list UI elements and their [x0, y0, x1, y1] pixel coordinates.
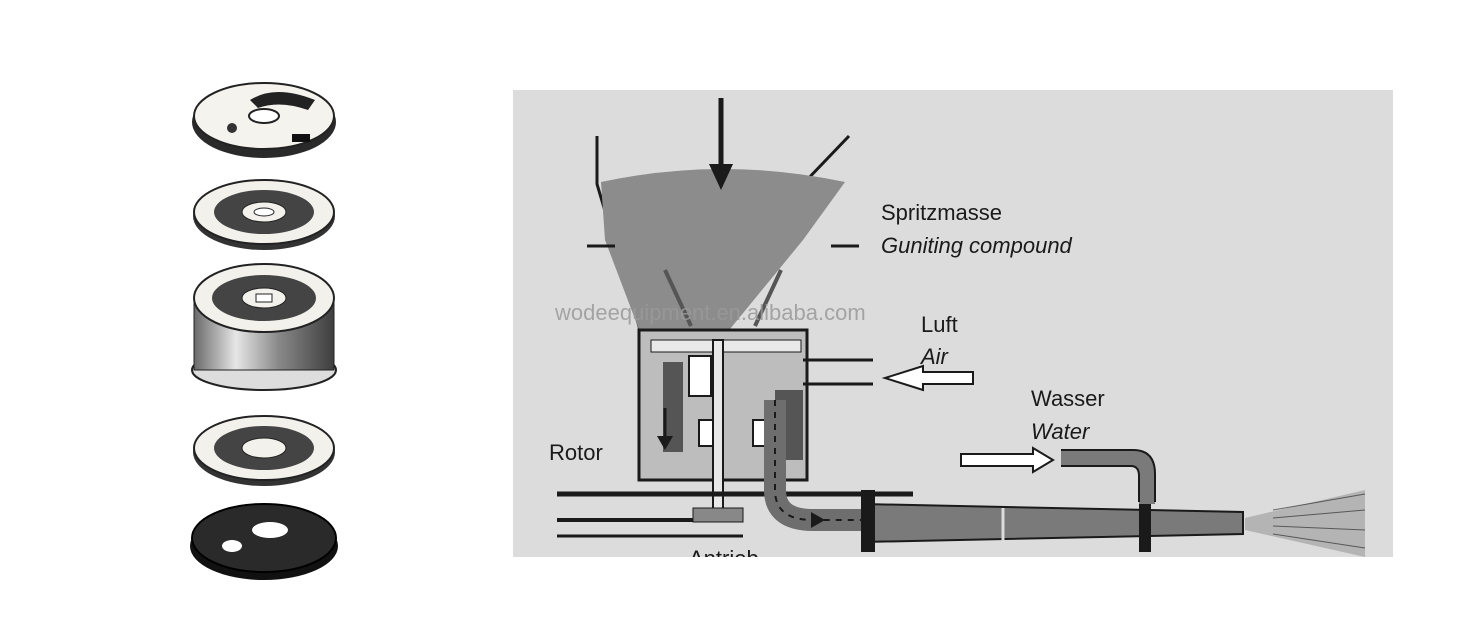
label-antrieb: Antrieb	[689, 546, 759, 557]
bottom-base-plate	[190, 503, 338, 580]
label-guniting-compound: Guniting compound	[881, 233, 1072, 258]
schematic-drawing	[557, 98, 1366, 557]
gunite-machine-schematic: Spritzmasse Guniting compound Luft Air W…	[513, 90, 1393, 557]
lower-rotor-disc	[193, 415, 335, 486]
spray-cone	[1245, 490, 1365, 557]
upper-rotor-disc	[193, 179, 335, 250]
label-luft: Luft	[921, 312, 958, 337]
rotor-drum	[191, 263, 337, 391]
label-water: Water	[1031, 419, 1090, 444]
label-rotor: Rotor	[549, 440, 603, 465]
rotor-exploded-view	[190, 82, 338, 580]
air-arrow	[881, 364, 974, 392]
label-air: Air	[921, 344, 948, 369]
water-arrow	[960, 446, 1055, 474]
watermark: wodeequipment.en.alibaba.com	[555, 300, 866, 325]
drive-shaft	[712, 339, 724, 511]
label-wasser: Wasser	[1031, 386, 1105, 411]
outlet-hose	[862, 502, 1244, 544]
water-pipe	[1061, 450, 1155, 504]
guniting-compound-fill	[601, 169, 845, 340]
top-wear-plate	[192, 82, 336, 158]
label-spritzmasse: Spritzmasse	[881, 200, 1003, 225]
